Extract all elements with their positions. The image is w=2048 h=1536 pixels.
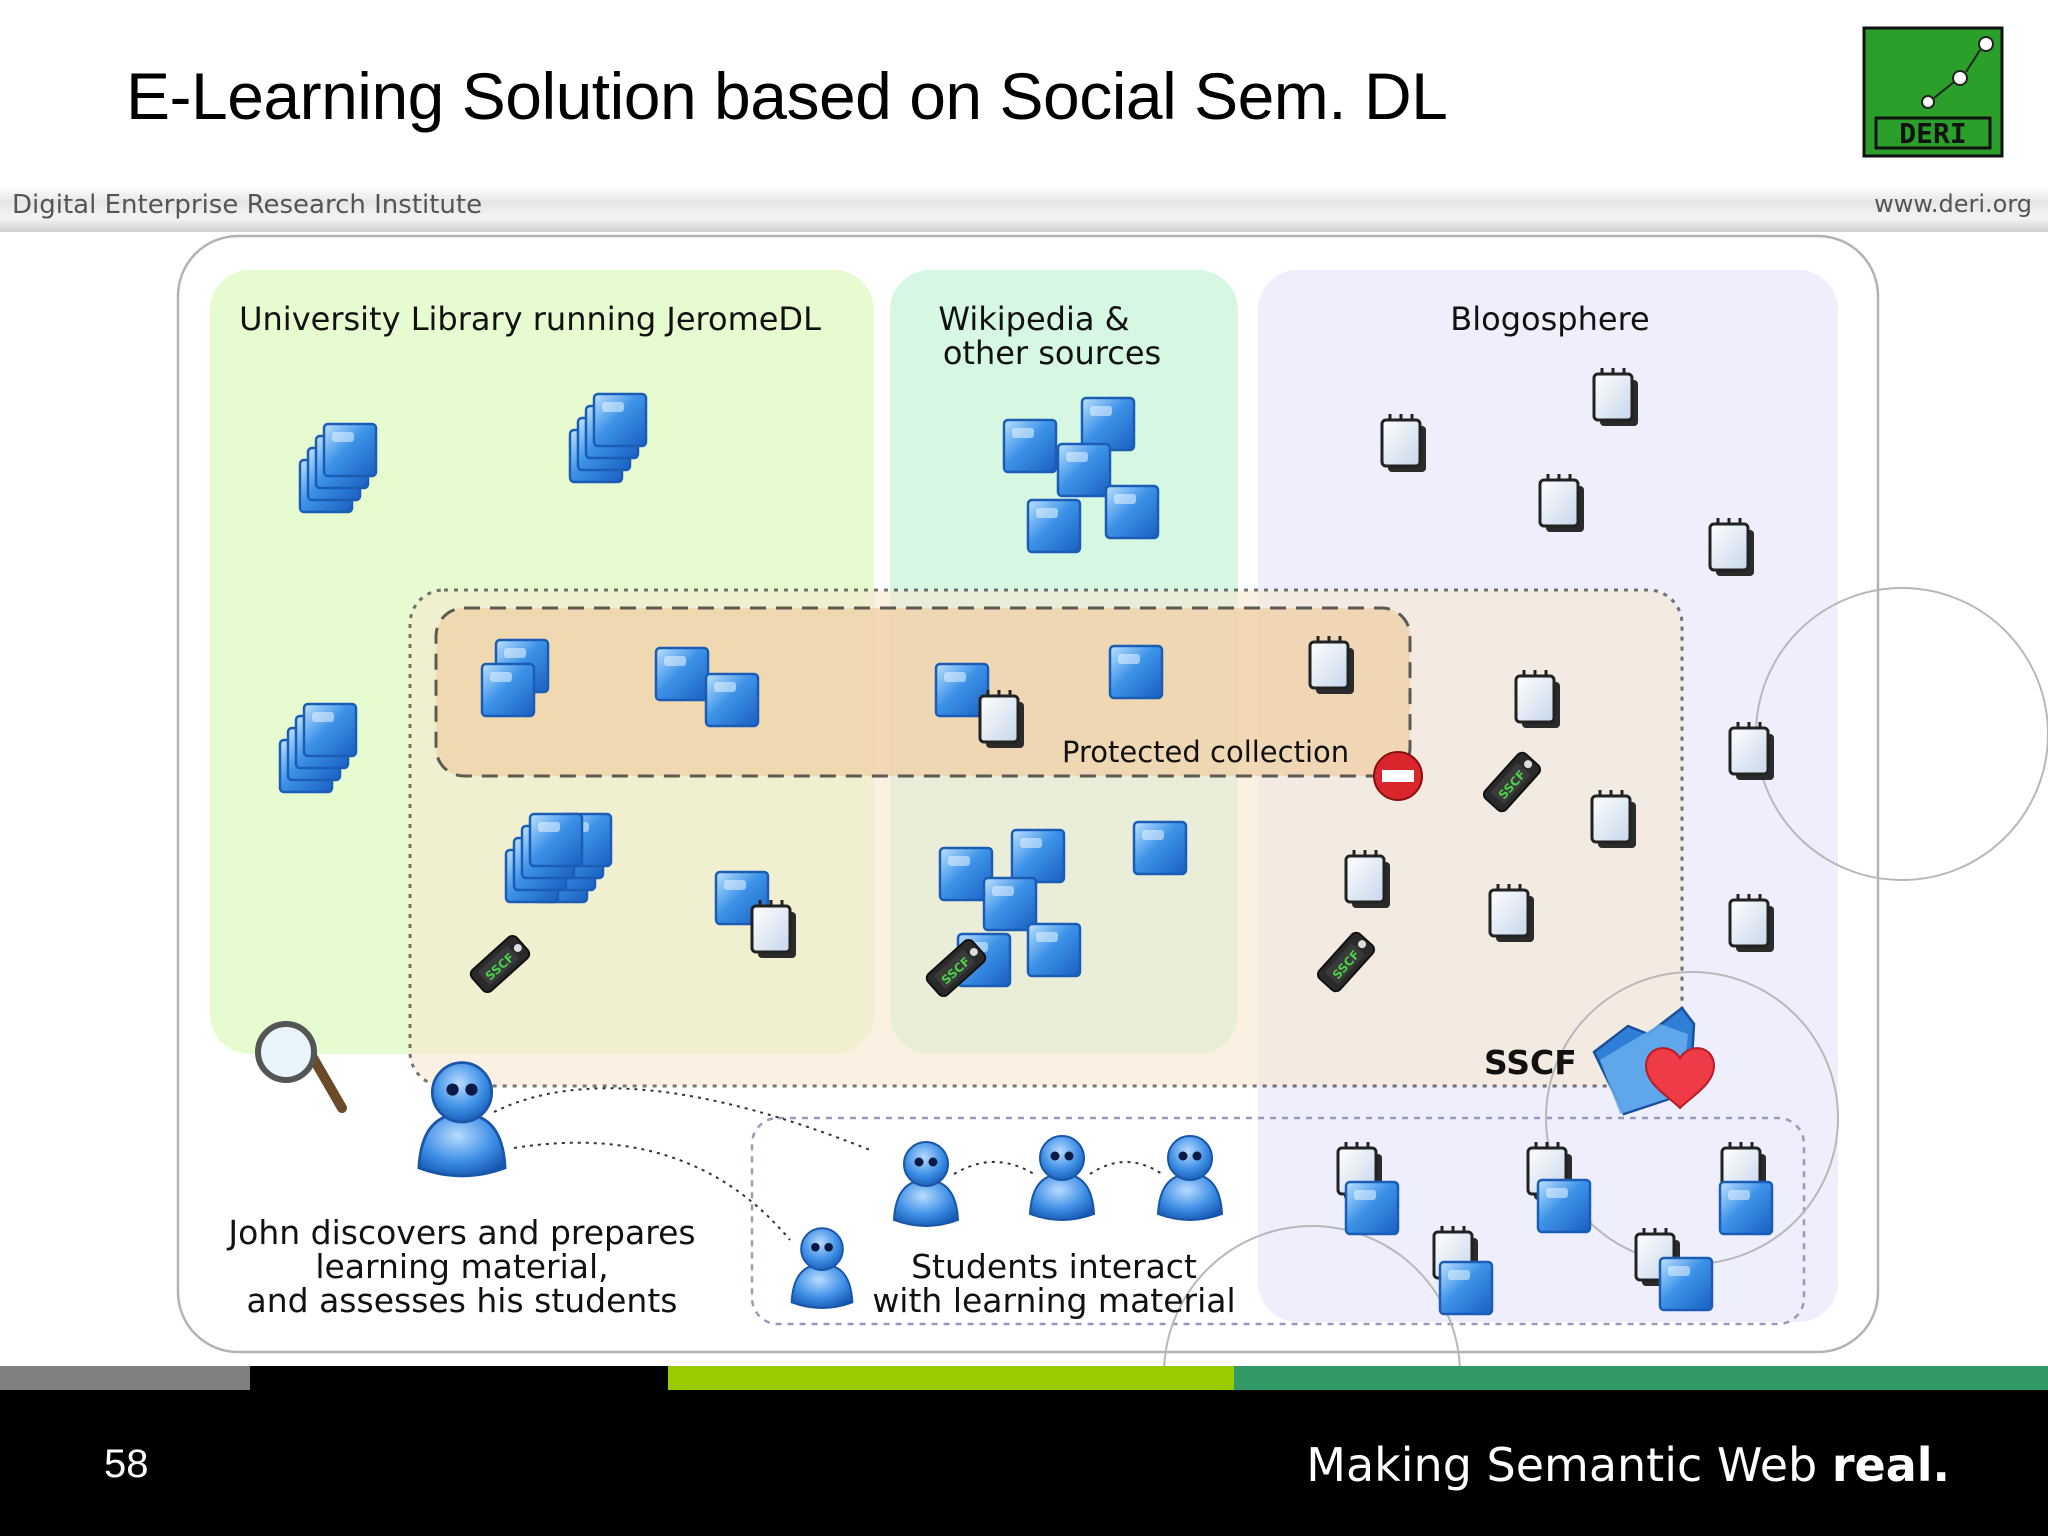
blog-icon [1344,848,1392,910]
blog-icon [1380,412,1428,474]
john-caption-line2: learning material, [315,1247,608,1286]
book-icon [1344,1180,1400,1236]
no-entry-icon [1373,751,1423,801]
book-icon [982,876,1038,932]
heart-icon [1644,1047,1716,1110]
book-icon [1536,1178,1592,1234]
magnifier-icon [255,1021,347,1113]
john-caption-line1: John discovers and prepares [226,1213,695,1252]
relation-line [493,1087,871,1151]
blog-icon [1592,366,1640,428]
students-area [750,1116,1806,1326]
footer-color-stripes [0,1366,2048,1390]
tagline: Making Semantic Web real. [1306,1438,1950,1492]
library-label: University Library running JeromeDL [239,300,821,338]
book-icon [1010,828,1066,884]
book-icon [1658,1256,1714,1312]
tagline-bold: real. [1831,1438,1950,1492]
tagline-regular: Making Semantic Web [1306,1438,1832,1492]
students-caption-line1: Students interact [911,1247,1197,1286]
organization-name: Digital Enterprise Research Institute [12,190,483,220]
slide-title: E-Learning Solution based on Social Sem.… [126,59,1448,133]
website-link[interactable]: www.deri.org [1874,190,2032,218]
book-icon [1026,498,1082,554]
book-icon [1080,396,1136,452]
book-icon [704,672,760,728]
book-icon [1132,820,1188,876]
blogosphere-label: Blogosphere [1450,300,1649,338]
book-icon [1718,1180,1774,1236]
blog-icon [1308,634,1356,696]
wiki-label-line1: Wikipedia & [938,300,1129,338]
blog-icon [1728,892,1776,954]
students-caption-line2: with learning material [872,1281,1235,1320]
book-icon [1056,442,1112,498]
book-icon [1108,644,1164,700]
book-icon [1438,1260,1494,1316]
header-band [0,186,2048,232]
protected-collection-label: Protected collection [1062,735,1349,769]
e-learning-diagram: University Library running JeromeDL Wiki… [176,234,2048,1366]
relation-line [513,1141,791,1241]
footer-bar [0,1390,2048,1536]
blog-icon [1538,472,1586,534]
blog-icon [1590,788,1638,850]
logo-text: DERI [1899,117,1966,150]
blog-icon [750,898,798,960]
blog-icon [1488,882,1536,944]
book-icon [1104,484,1160,540]
page-number: 58 [104,1442,149,1486]
book-icon [654,646,710,702]
book-icon [480,662,536,718]
john-caption-line3: and assesses his students [247,1281,678,1320]
blog-icon [1728,720,1776,782]
decor-circle [1163,1225,1461,1366]
book-icon [1002,418,1058,474]
deri-logo: DERI [1862,26,2004,158]
blog-icon [978,688,1026,750]
relation-line [1089,1161,1163,1175]
blog-icon [1708,516,1756,578]
blog-icon [1514,668,1562,730]
relation-line [953,1161,1035,1175]
wiki-label-line2: other sources [943,334,1161,372]
book-icon [1026,922,1082,978]
sscf-label: SSCF [1484,1043,1577,1082]
